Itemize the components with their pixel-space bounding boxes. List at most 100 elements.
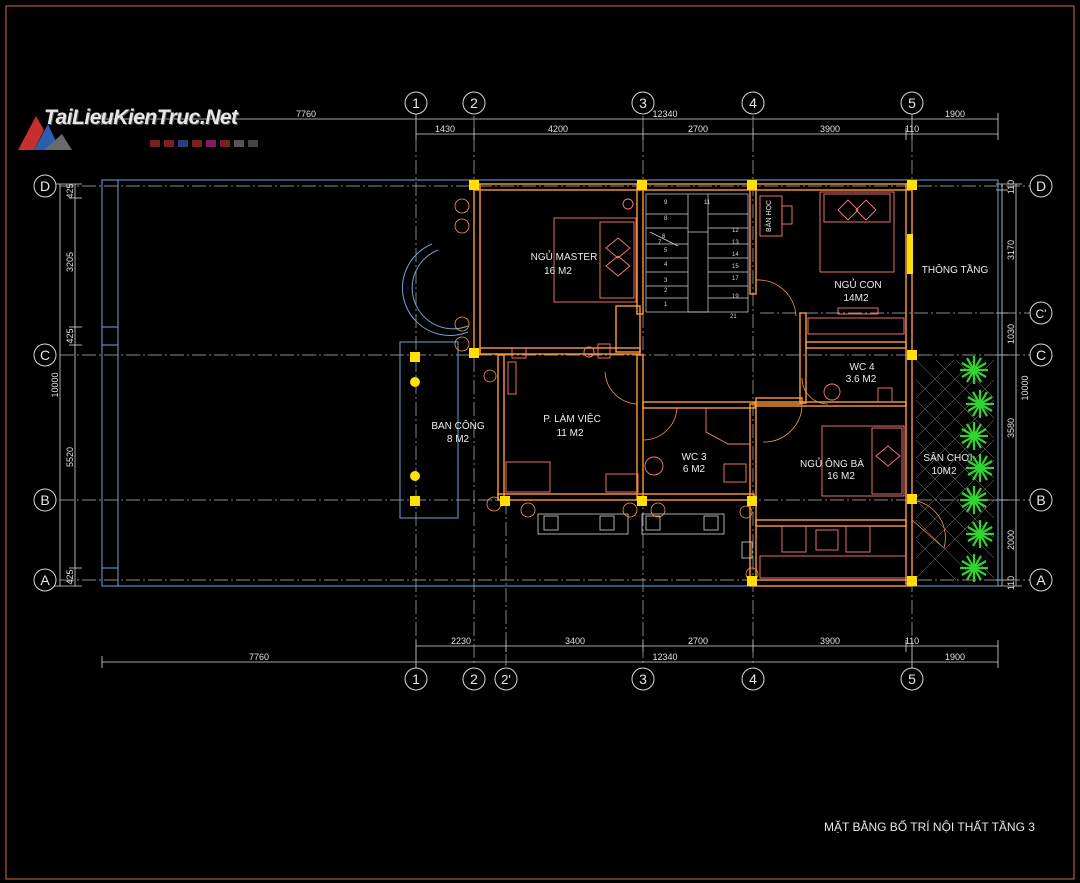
dim-bottom-overall-mid: 12340 — [652, 652, 677, 662]
dim-right: 1030 — [1006, 324, 1016, 344]
grid-bubble-right-B: B — [1029, 488, 1053, 512]
dim-top-seg: 2700 — [688, 124, 708, 134]
watermark-logo: TaiLieuKienTruc.Net — [14, 102, 274, 154]
dim-right-overall: 10000 — [1020, 375, 1030, 400]
columns — [410, 180, 917, 586]
stair-step: 6 — [662, 234, 666, 240]
stair-step: 8 — [664, 216, 668, 222]
svg-text:2': 2' — [501, 672, 511, 687]
room-area-grandparents-bedroom: 16 M2 — [827, 471, 855, 482]
stair-step: 3 — [664, 278, 668, 284]
logo-text: TaiLieuKienTruc.Net — [44, 106, 238, 129]
dim-top-overall-right: 1900 — [945, 109, 965, 119]
dim-bottom-seg: 110 — [905, 636, 919, 646]
grid-bubble-right-C: C — [1029, 343, 1053, 367]
grid-bubble-left-B: B — [33, 488, 57, 512]
dim-top-overall-left: 7760 — [296, 109, 316, 119]
dim-left: 5520 — [65, 447, 75, 467]
room-name-wc4: WC 4 — [850, 362, 875, 373]
svg-text:C: C — [1036, 347, 1046, 363]
room-name-balcony: BAN CÔNG — [431, 419, 485, 432]
svg-text:C': C' — [1036, 307, 1047, 321]
svg-text:5: 5 — [908, 95, 916, 111]
dim-top-seg: 1430 — [435, 124, 455, 134]
svg-text:5: 5 — [908, 671, 916, 687]
svg-text:4: 4 — [749, 95, 757, 111]
dim-right: 110 — [1006, 180, 1016, 194]
dim-bottom-overall-left: 7760 — [249, 652, 269, 662]
grid-bubble-right-A: A — [1029, 568, 1053, 592]
grid-bubble-bottom-2prime: 2' — [494, 667, 518, 691]
room-name-master-bedroom: NGỦ MASTER — [531, 250, 598, 263]
grid-bubble-left-C: C — [33, 343, 57, 367]
stair-step: 11 — [704, 200, 711, 206]
sheet-border — [5, 5, 1075, 880]
dim-top-seg: 4200 — [548, 124, 568, 134]
plant-icon — [960, 486, 988, 514]
furniture — [505, 191, 907, 579]
svg-text:1: 1 — [412, 95, 420, 111]
stair-step: 2 — [664, 288, 668, 294]
stair-step: 14 — [732, 252, 739, 258]
grid-bubble-bottom-5: 5 — [900, 667, 924, 691]
stair-step: 21 — [730, 314, 737, 320]
site-outline — [101, 179, 999, 587]
room-name-wc3: WC 3 — [682, 452, 707, 463]
bottom-dimensions — [101, 640, 999, 668]
label-study-desk: BÀN HỌC — [764, 200, 773, 232]
dim-top-seg: 3900 — [820, 124, 840, 134]
grid-bubble-top-5: 5 — [900, 91, 924, 115]
dim-right: 3580 — [1006, 418, 1016, 438]
svg-text:4: 4 — [749, 671, 757, 687]
room-name-study: P. LÀM VIỆC — [543, 412, 601, 425]
room-area-study: 11 M2 — [556, 428, 583, 439]
stair — [645, 193, 749, 313]
grid-bubble-left-A: A — [33, 568, 57, 592]
room-area-playground: 10M2 — [931, 466, 956, 477]
svg-text:C: C — [40, 347, 50, 363]
stair-step: 19 — [732, 294, 739, 300]
svg-text:2: 2 — [470, 671, 478, 687]
plant-icon — [966, 454, 994, 482]
room-area-children-bedroom: 14M2 — [843, 293, 868, 304]
dimension-texts-vertical: 425 3205 425 5520 425 10000 110 3170 103… — [50, 180, 1030, 590]
stair-step: 9 — [664, 200, 668, 206]
dimension-texts: 7760 12340 1900 1430 4200 2700 3900 110 … — [249, 109, 965, 662]
dim-right: 3170 — [1006, 240, 1016, 260]
drawing-title: MẶT BẰNG BỐ TRÍ NỘI THẤT TẦNG 3 — [824, 820, 1035, 834]
plants — [960, 356, 994, 582]
room-name-void: THÔNG TẦNG — [922, 263, 989, 276]
dim-bottom-seg: 2700 — [688, 636, 708, 646]
stair-step: 15 — [732, 264, 739, 270]
grid-bubble-bottom-4: 4 — [741, 667, 765, 691]
grid-bubble-bottom-3: 3 — [631, 667, 655, 691]
dim-left: 425 — [65, 328, 75, 343]
plant-icon — [960, 554, 988, 582]
plant-icon — [960, 356, 988, 384]
dim-right: 110 — [1006, 576, 1016, 590]
grid-bubble-bottom-2: 2 — [462, 667, 486, 691]
dim-top-seg: 110 — [905, 124, 919, 134]
svg-text:D: D — [40, 178, 50, 194]
stair-step: 1 — [664, 302, 668, 308]
plant-icon — [960, 422, 988, 450]
stair-step-numbers: 1 2 3 4 5 6 7 8 9 11 12 13 14 15 17 19 2… — [658, 200, 739, 320]
grid-bubble-top-1: 1 — [404, 91, 428, 115]
svg-text:B: B — [1036, 492, 1045, 508]
svg-text:3: 3 — [639, 95, 647, 111]
dim-bottom-seg: 2230 — [451, 636, 471, 646]
plant-icon — [966, 520, 994, 548]
logo-mark-icon — [18, 116, 72, 150]
dim-left: 3205 — [65, 252, 75, 272]
stair-step: 12 — [732, 228, 739, 234]
room-name-grandparents-bedroom: NGỦ ÔNG BÀ — [800, 457, 864, 470]
grid-bubble-right-D: D — [1029, 174, 1053, 198]
svg-text:3: 3 — [639, 671, 647, 687]
dim-bottom-overall-right: 1900 — [945, 652, 965, 662]
dim-left: 425 — [65, 569, 75, 584]
room-area-balcony: 8 M2 — [447, 434, 470, 445]
room-area-master-bedroom: 16 M2 — [544, 266, 572, 277]
dim-bottom-seg: 3400 — [565, 636, 585, 646]
svg-text:1: 1 — [412, 671, 420, 687]
